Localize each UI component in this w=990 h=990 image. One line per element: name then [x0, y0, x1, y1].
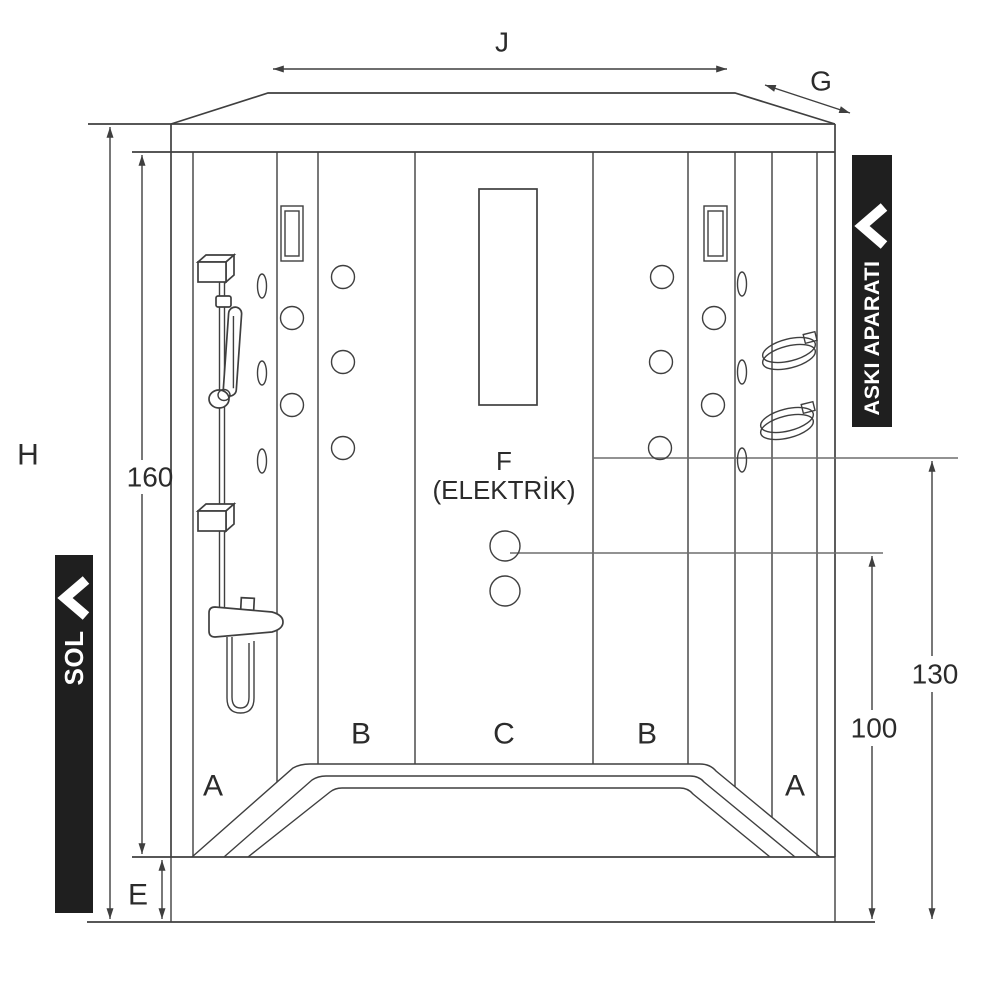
rail-bottom-bracket [195, 502, 237, 533]
body-jet [330, 264, 356, 290]
side-jet [736, 447, 748, 473]
dimension-130: 130 [912, 460, 959, 920]
side-jets-right [736, 271, 748, 473]
body-jets-right [647, 264, 727, 461]
side-jet [256, 448, 268, 474]
side-jet [736, 271, 748, 297]
body-jet [279, 305, 305, 331]
dimension-e: E [128, 859, 166, 920]
panel-b-left-label: B [351, 718, 371, 751]
cabin-frame [170, 124, 836, 857]
dimension-100: 100 [851, 555, 898, 920]
chevron-left-icon [854, 203, 888, 249]
dim-e-label: E [128, 879, 148, 912]
panel-a-right-label: A [785, 770, 805, 803]
panel-a-left-label: A [203, 770, 223, 803]
sol-banner: SOL [55, 555, 93, 913]
body-jet [700, 392, 726, 418]
dim-g-label: G [810, 66, 832, 97]
body-jet [701, 305, 727, 331]
chevron-left-icon [57, 576, 90, 620]
dim-h-label: H [17, 439, 39, 472]
mirror-panel-right [703, 205, 728, 262]
mirror-panel-left [280, 205, 304, 262]
body-jet [330, 435, 356, 461]
side-jet [256, 273, 268, 299]
dim-160-label: 160 [127, 462, 174, 493]
shower-hose-loop [226, 637, 255, 714]
body-jet [649, 264, 675, 290]
aski-aparati-banner-label: ASKI APARATI [860, 261, 884, 416]
sol-banner-label: SOL [59, 631, 89, 686]
panel-c-label: C [493, 718, 515, 751]
side-jets-left [256, 273, 268, 474]
plinth [87, 856, 875, 923]
electric-f-label: F [496, 446, 512, 476]
control-knob [489, 530, 521, 562]
panel-b-right-label: B [637, 718, 657, 751]
body-jet [330, 349, 356, 375]
dimension-g: G [764, 66, 851, 114]
aski-aparati-banner: ASKI APARATI [852, 155, 892, 427]
side-jet [256, 360, 268, 386]
dim-j-label: J [495, 27, 509, 58]
mixer-valve [208, 596, 284, 638]
dimension-h: H [17, 126, 114, 920]
dim-130-label: 130 [912, 659, 959, 690]
body-jet [279, 392, 305, 418]
hand-shower-column [195, 253, 284, 714]
rail-slider [208, 388, 231, 409]
roof [88, 92, 836, 153]
dimension-j: J [272, 27, 728, 73]
rail-top-bracket [195, 253, 237, 284]
body-jet [647, 435, 673, 461]
side-jet [736, 359, 748, 385]
towel-hook-lower [759, 400, 816, 441]
body-jets-left [279, 264, 356, 461]
electric-sub-label: (ELEKTRİK) [432, 475, 575, 505]
electric-section [489, 530, 521, 607]
control-panel [478, 188, 538, 406]
towel-hook-upper [761, 330, 818, 371]
control-knob [489, 575, 521, 607]
body-jet [648, 349, 674, 375]
shower-tray [191, 763, 821, 858]
dim-100-label: 100 [851, 713, 898, 744]
dimension-160: 160 [127, 154, 174, 855]
